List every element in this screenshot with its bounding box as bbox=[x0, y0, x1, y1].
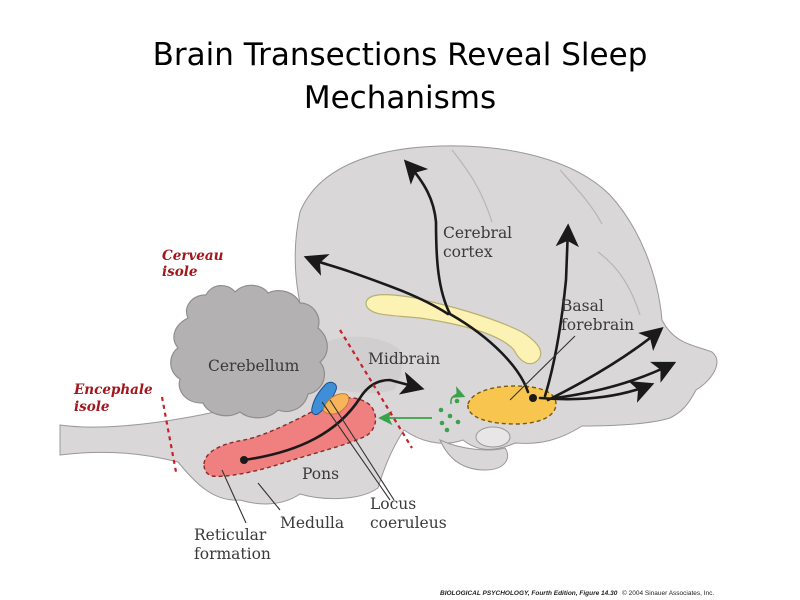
green-dot bbox=[439, 420, 445, 426]
leader-basal-forebrain bbox=[509, 335, 576, 401]
cortex-fold-2 bbox=[559, 169, 603, 225]
green-arrow-up bbox=[450, 386, 466, 405]
label-medulla: Medulla bbox=[280, 514, 344, 532]
green-dot bbox=[444, 427, 450, 433]
reticular-origin-dot bbox=[240, 456, 248, 464]
cortex-fold-3 bbox=[597, 251, 641, 316]
label-encephale-1: Encephale bbox=[73, 382, 153, 398]
leader-locus-2 bbox=[329, 399, 395, 501]
cortex-fold-1 bbox=[451, 149, 493, 223]
label-locus-2: coeruleus bbox=[370, 514, 447, 532]
green-dot bbox=[447, 413, 453, 419]
brain-lower-bump bbox=[439, 439, 509, 471]
locus-coeruleus-region bbox=[311, 381, 337, 415]
leader-medulla bbox=[257, 482, 281, 511]
projection-arrows bbox=[242, 159, 677, 462]
cut-line-cerveau bbox=[339, 329, 413, 449]
label-pons: Pons bbox=[302, 465, 339, 483]
green-dot bbox=[455, 419, 461, 425]
label-cerveau-2: isole bbox=[162, 264, 198, 280]
label-cerveau-1: Cerveau bbox=[162, 248, 224, 264]
label-cerebral-cortex-2: cortex bbox=[443, 243, 493, 261]
label-cerebellum: Cerebellum bbox=[208, 357, 300, 375]
label-locus-1: Locus bbox=[370, 495, 416, 513]
slide-title: Brain Transections Reveal Sleep Mechanis… bbox=[0, 34, 800, 120]
leader-lines bbox=[221, 335, 576, 524]
leader-reticular bbox=[221, 469, 247, 524]
arrow-forebrain-up bbox=[543, 223, 579, 398]
arrow-forebrain-front-2 bbox=[553, 361, 677, 400]
arrow-forebrain-front-1 bbox=[546, 327, 664, 402]
label-midbrain: Midbrain bbox=[368, 350, 440, 368]
cerebellum-shape bbox=[170, 284, 328, 419]
arrow-forebrain-front-3 bbox=[538, 381, 655, 403]
green-dot bbox=[438, 407, 444, 413]
arrow-reticular-to-midbrain bbox=[242, 371, 425, 462]
optic-bulge bbox=[475, 426, 511, 448]
label-cerebral-cortex-1: Cerebral bbox=[443, 224, 512, 242]
green-dot bbox=[454, 398, 460, 404]
label-basal-forebrain-1: Basal bbox=[561, 297, 604, 315]
label-reticular-2: formation bbox=[194, 545, 271, 563]
title-line-2: Mechanisms bbox=[303, 80, 497, 116]
figure-credit-copyright: © 2004 Sinauer Associates, Inc. bbox=[622, 589, 714, 597]
green-dots bbox=[438, 398, 461, 433]
figure-credit-book: BIOLOGICAL PSYCHOLOGY, Fourth Edition, F… bbox=[440, 590, 618, 597]
leader-locus-1 bbox=[321, 401, 391, 501]
arrow-to-cortex-top bbox=[403, 159, 530, 394]
title-line-1: Brain Transections Reveal Sleep bbox=[152, 37, 648, 73]
label-basal-forebrain-2: forebrain bbox=[561, 316, 634, 334]
label-encephale-2: isole bbox=[74, 399, 110, 415]
forebrain-origin-dot bbox=[529, 394, 537, 402]
label-reticular-1: Reticular bbox=[194, 526, 267, 544]
arrow-to-cortex-back bbox=[303, 254, 450, 316]
